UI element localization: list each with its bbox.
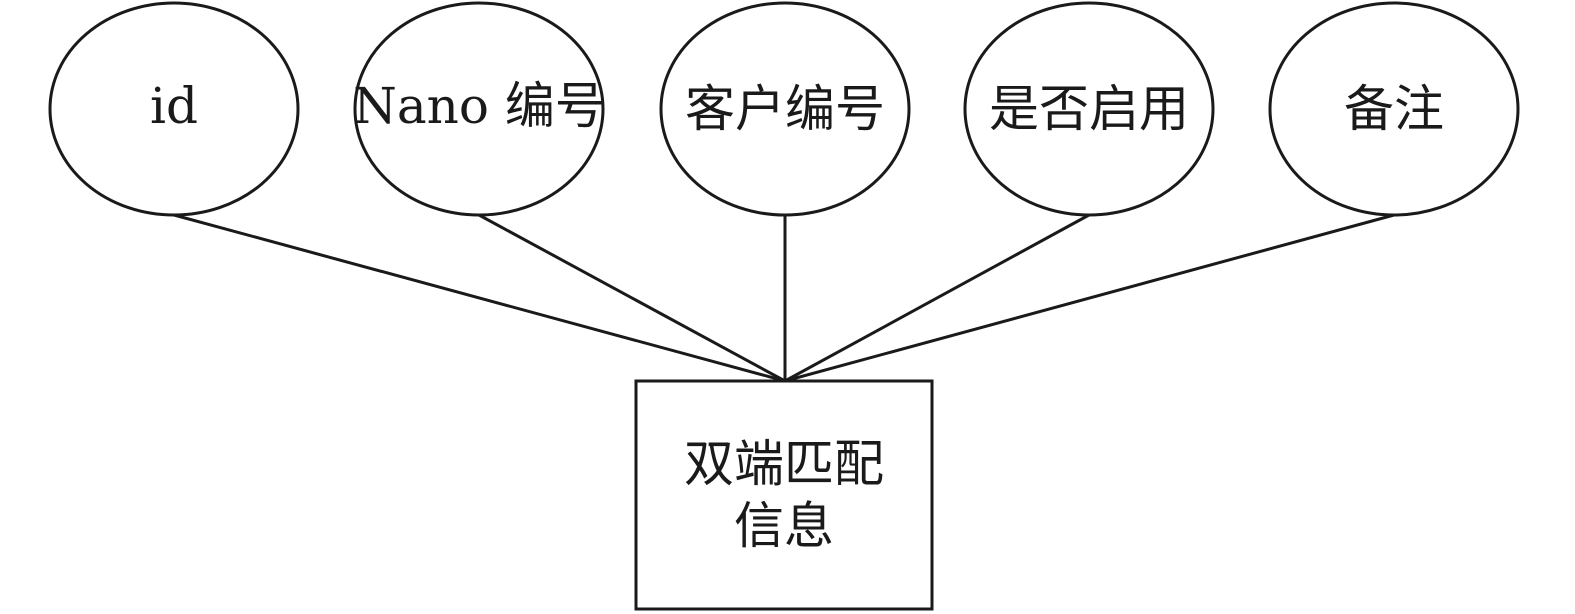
connector-id <box>173 213 786 383</box>
attribute-remark: 备注 <box>1268 1 1520 217</box>
connector-remark <box>784 213 1395 383</box>
attribute-id: id <box>48 1 300 217</box>
connector-nano-number <box>478 213 786 383</box>
entity-name-line2: 信息 <box>734 497 834 555</box>
attribute-customer-number: 客户编号 <box>659 1 911 217</box>
attribute-nano-number: Nano 编号 <box>353 1 605 217</box>
entity-name-line1: 双端匹配 <box>684 435 884 493</box>
attribute-id-label: id <box>150 77 198 135</box>
attribute-customer-number-label: 客户编号 <box>685 80 885 138</box>
attribute-remark-label: 备注 <box>1344 80 1444 138</box>
connector-enabled <box>784 213 1090 383</box>
attribute-enabled-label: 是否启用 <box>989 80 1189 138</box>
attribute-enabled: 是否启用 <box>963 1 1215 217</box>
entity-dual-match-info: 双端匹配 信息 <box>634 379 934 611</box>
attribute-nano-number-label: Nano 编号 <box>353 77 605 135</box>
